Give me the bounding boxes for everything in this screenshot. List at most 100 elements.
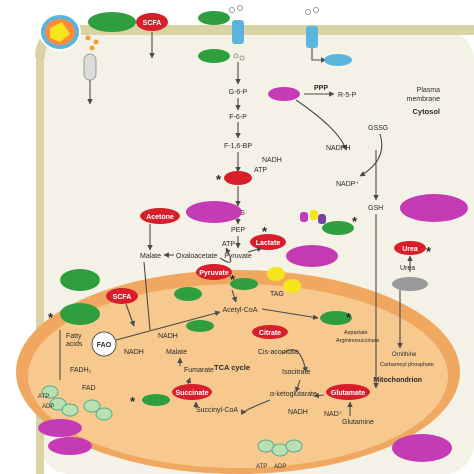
pyruvate: Pyruvate bbox=[224, 253, 252, 260]
acetone-label: Acetone bbox=[146, 214, 174, 221]
aspartate: Aspartate bbox=[344, 330, 368, 336]
fumarate: Fumarate bbox=[184, 367, 214, 374]
g6p: G-6-P bbox=[229, 89, 248, 96]
green-pill-3 bbox=[198, 49, 230, 63]
fao: FAO bbox=[97, 342, 112, 349]
green-pill-right bbox=[322, 221, 354, 235]
adp-synthase: ADP bbox=[274, 464, 286, 470]
nadp: NADP⁺ bbox=[336, 181, 359, 188]
f16bp: F-1,6-BP bbox=[224, 143, 252, 150]
magenta-pill-mid bbox=[186, 201, 242, 223]
glutamate-label: Glutamate bbox=[331, 390, 365, 397]
asterisk-3: * bbox=[352, 214, 358, 229]
pep: PEP bbox=[231, 227, 245, 234]
scfa-top-pill bbox=[136, 13, 168, 31]
asterisk-1: * bbox=[216, 172, 222, 187]
lactate-pill bbox=[250, 234, 286, 250]
atp-glycolysis: ATP bbox=[254, 167, 267, 174]
green-pill-1 bbox=[88, 12, 136, 32]
argininosuccinate: Argininosuccinate bbox=[336, 338, 379, 344]
bacterium-icon bbox=[39, 13, 99, 51]
magenta-pill-bottom-right bbox=[392, 434, 452, 462]
green-pill-left-1 bbox=[60, 269, 100, 291]
succinate-pill bbox=[172, 384, 212, 400]
pyruvate-red-pill bbox=[196, 264, 232, 280]
receptor-icon bbox=[300, 210, 326, 224]
scfa-mid-label: SCFA bbox=[113, 294, 132, 301]
nadph: NADPH bbox=[326, 145, 351, 152]
urea: Urea bbox=[400, 265, 415, 272]
plasma-label-2: membrane bbox=[407, 96, 441, 103]
mitochondrion-label: Mitochondrion bbox=[373, 377, 422, 384]
asterisk-6: * bbox=[230, 272, 236, 287]
cis-aconitate: Cis-aconitate bbox=[258, 349, 299, 356]
adp-etc: ADP bbox=[42, 404, 54, 410]
nadh-kg: NADH bbox=[288, 409, 308, 416]
tca-cycle-label: TCA cycle bbox=[214, 363, 250, 372]
atp-etc: ATP bbox=[38, 394, 49, 400]
asterisk-7: * bbox=[346, 310, 352, 325]
magenta-pill-right-mid bbox=[286, 245, 338, 267]
gssg: GSSG bbox=[368, 125, 388, 132]
atp-synthase: ATP bbox=[256, 464, 267, 470]
green-pill-2 bbox=[198, 11, 230, 25]
alpha-kg: α-ketoglutarate bbox=[270, 391, 317, 398]
electron-transport-chain bbox=[41, 385, 113, 421]
nadh-glycolysis: NADH bbox=[262, 157, 282, 164]
cytosol-label: Cytosol bbox=[412, 107, 440, 116]
asterisk-5: * bbox=[48, 310, 54, 325]
asterisk-8: * bbox=[130, 394, 136, 409]
red-pill-glycolysis bbox=[224, 171, 252, 185]
green-pill-mid-1 bbox=[174, 287, 202, 301]
magenta-pill-ppp bbox=[268, 87, 300, 101]
acetyl-coa: Acetyl-CoA bbox=[222, 307, 257, 314]
lipid-droplet-2 bbox=[283, 279, 301, 293]
malate-mito: Malate bbox=[166, 349, 187, 356]
plasma-label-1: Plasma bbox=[417, 87, 440, 94]
ornithine: Ornithine bbox=[392, 352, 417, 358]
citrate-pill bbox=[252, 325, 288, 339]
succinyl-coa: Succinyl-CoA bbox=[196, 407, 238, 414]
green-pill-left-2 bbox=[60, 303, 100, 325]
mitochondrion-inner bbox=[28, 284, 448, 468]
atp-pyruvate: ATP bbox=[222, 241, 235, 248]
glucose-transporter-icon bbox=[229, 5, 245, 61]
nadh-fao: NADH bbox=[124, 349, 144, 356]
isocitrate: Isocitrate bbox=[282, 369, 311, 376]
f6p: F-6-P bbox=[229, 114, 247, 121]
cyan-pill bbox=[324, 54, 352, 66]
citrate-label: Citrate bbox=[259, 330, 281, 337]
fadh2: FADH₂ bbox=[70, 367, 92, 374]
r5p: R-5-P bbox=[338, 92, 357, 99]
urea-transporter bbox=[392, 277, 428, 291]
gsh: GSH bbox=[368, 205, 383, 212]
malate-cytosol: Malate bbox=[140, 253, 161, 260]
magenta-pill-bottom-left-1 bbox=[38, 419, 82, 437]
magenta-pill-bottom-left-2 bbox=[48, 437, 92, 455]
nadh-tca: NADH bbox=[158, 333, 178, 340]
urea-red-label: Urea bbox=[402, 246, 418, 253]
green-pill-mid-2 bbox=[230, 278, 258, 290]
glutamate-pill bbox=[326, 384, 370, 400]
carbamoyl-phosphate: Carbamoyl phosphate bbox=[380, 362, 434, 368]
fatty-acids-1: Fatty bbox=[66, 333, 82, 340]
transporter-left-icon bbox=[83, 53, 97, 105]
asterisk-4: * bbox=[426, 244, 432, 259]
magenta-pill-right-top bbox=[400, 194, 468, 222]
green-pill-succ bbox=[142, 394, 170, 406]
nad: NAD⁺ bbox=[324, 411, 343, 418]
ppp-label: PPP bbox=[314, 85, 328, 92]
pyruvate-red-label: Pyruvate bbox=[199, 270, 229, 277]
second-transporter-icon bbox=[305, 7, 327, 63]
green-pill-tca bbox=[186, 320, 214, 332]
fad: FAD bbox=[82, 385, 96, 392]
oxaloacetate: Oxaloacetate bbox=[176, 253, 217, 260]
atp-synthase-icon bbox=[257, 439, 303, 457]
tag: TAG bbox=[270, 291, 284, 298]
succinate-label: Succinate bbox=[175, 390, 208, 397]
green-pill-mito-right bbox=[320, 311, 352, 325]
asterisk-2: * bbox=[262, 224, 268, 239]
glutamine: Glutamine bbox=[342, 419, 374, 426]
acetone-pill bbox=[140, 208, 180, 224]
